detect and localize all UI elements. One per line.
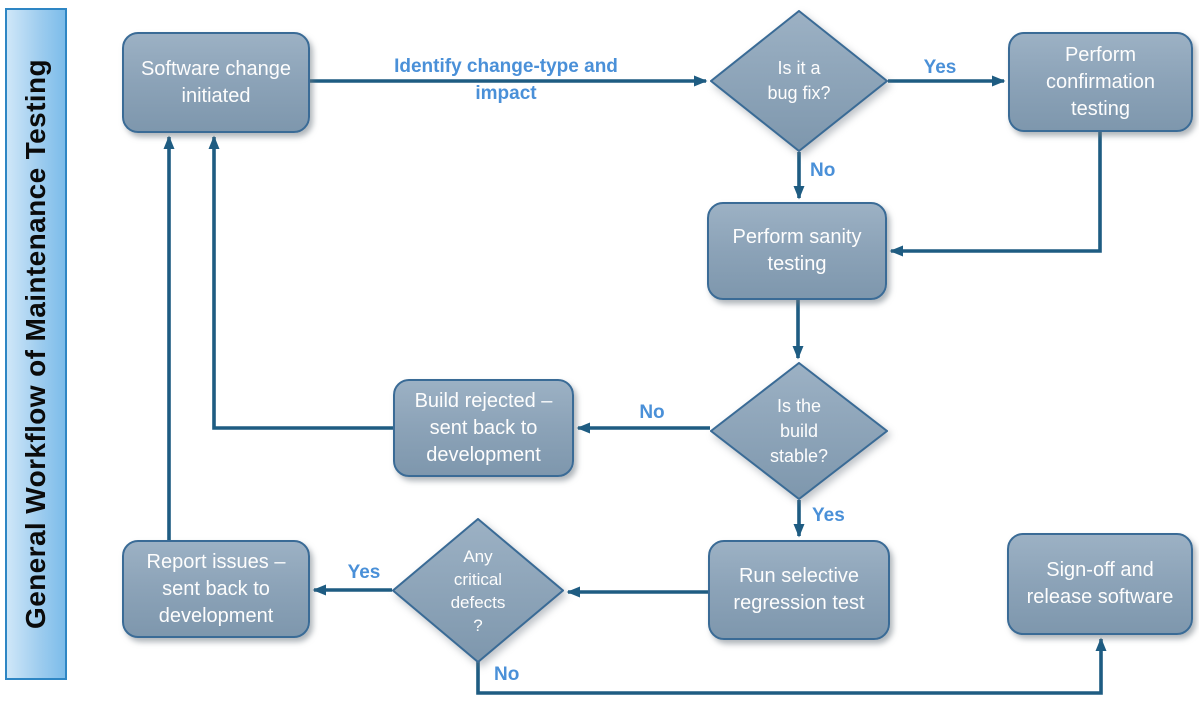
node-software-change-initiated: Software change initiated: [122, 32, 310, 133]
edge-confirmation-to-sanity: [889, 132, 1102, 257]
title-banner: General Workflow of Maintenance Testing: [5, 8, 67, 680]
edge-label-stable-yes: Yes: [812, 505, 845, 526]
edge-buildrejected-to-software: [208, 135, 393, 430]
node-label: Software change initiated: [140, 57, 292, 107]
edge-label-identify-change-type: Identify change-type and impact: [394, 56, 618, 104]
edge-label-defects-yes: Yes: [347, 562, 381, 583]
node-perform-confirmation-testing: Perform confirmation testing: [1008, 32, 1193, 132]
decision-label: Is the build stable?: [769, 395, 829, 466]
node-label: Report issues – sent back to development: [146, 550, 286, 627]
page-title: General Workflow of Maintenance Testing: [20, 59, 51, 629]
node-perform-sanity-testing: Perform sanity testing: [707, 202, 887, 300]
edge-label-bugfix-yes: Yes: [923, 57, 957, 78]
edge-criticaldefects-no-to-signoff: [476, 637, 1107, 695]
decision-is-it-a-bug-fix: Is it a bug fix?: [710, 10, 888, 152]
node-sign-off-release-software: Sign-off and release software: [1007, 533, 1193, 635]
decision-label: Any critical defects ?: [450, 546, 506, 635]
edge-label-bugfix-no: No: [810, 160, 836, 181]
node-label: Perform confirmation testing: [1046, 43, 1155, 120]
decision-any-critical-defects: Any critical defects ?: [392, 518, 564, 663]
decision-is-the-build-stable: Is the build stable?: [710, 362, 888, 500]
node-run-selective-regression-test: Run selective regression test: [708, 540, 890, 640]
node-label: Build rejected – sent back to developmen…: [414, 389, 553, 466]
node-label: Perform sanity testing: [732, 226, 862, 275]
edge-label-stable-no: No: [639, 402, 665, 423]
node-label: Run selective regression test: [733, 565, 865, 614]
diamond-shape: [392, 518, 564, 663]
node-report-issues: Report issues – sent back to development: [122, 540, 310, 638]
edge-label-defects-no: No: [494, 664, 520, 685]
diamond-shape: [710, 362, 888, 500]
decision-label: Is it a bug fix?: [767, 58, 831, 103]
node-label: Sign-off and release software: [1026, 559, 1174, 608]
node-build-rejected: Build rejected – sent back to developmen…: [393, 379, 574, 477]
diamond-shape: [710, 10, 888, 152]
